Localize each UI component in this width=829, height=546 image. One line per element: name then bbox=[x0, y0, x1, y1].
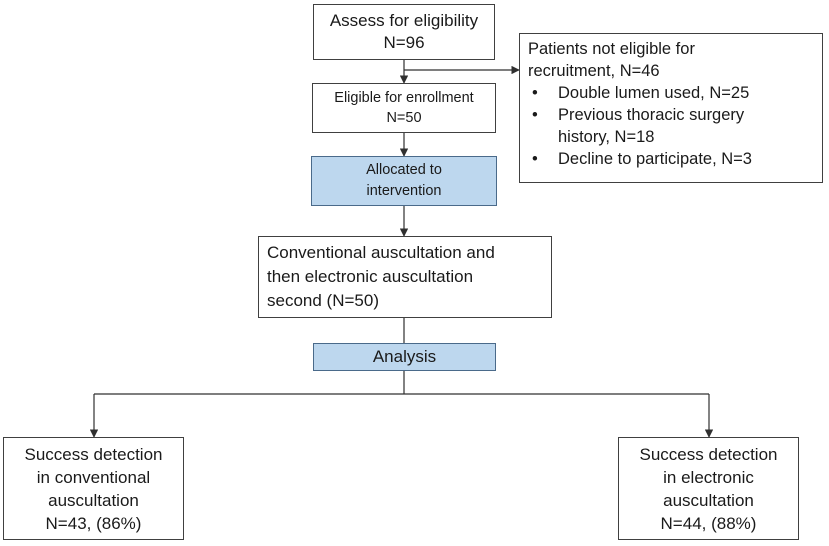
success-electronic-box: Success detection in electronic ausculta… bbox=[618, 437, 799, 540]
excluded-reason-double-lumen: • Double lumen used, N=25 bbox=[532, 84, 750, 102]
conventional-box: Conventional auscultation and then elect… bbox=[258, 236, 552, 318]
allocated-label-line1: Allocated to bbox=[366, 162, 442, 178]
bullet-icon: • bbox=[532, 150, 538, 168]
eligible-label: Eligible for enrollment bbox=[334, 90, 474, 106]
bullet-icon: • bbox=[532, 84, 538, 102]
conventional-line2: then electronic auscultation bbox=[267, 267, 474, 286]
success-electronic-count: N=44, (88%) bbox=[660, 513, 757, 533]
excluded-title-line1: Patients not eligible for bbox=[528, 40, 695, 58]
assess-label: Assess for eligibility bbox=[329, 11, 479, 30]
bullet-icon: • bbox=[532, 106, 538, 124]
excluded-reasons-list: • Double lumen used, N=25 • Previous tho… bbox=[528, 82, 814, 170]
assess-count: N=96 bbox=[383, 33, 425, 52]
assess-eligibility-box: Assess for eligibility N=96 bbox=[313, 4, 495, 60]
allocated-label-line2: intervention bbox=[366, 183, 442, 199]
eligible-box: Eligible for enrollment N=50 bbox=[312, 83, 496, 133]
eligible-count: N=50 bbox=[386, 110, 422, 126]
excluded-reason-declined: • Decline to participate, N=3 bbox=[532, 150, 752, 168]
excluded-box: Patients not eligible for recruitment, N… bbox=[519, 33, 823, 183]
allocated-box: Allocated to intervention bbox=[311, 156, 497, 206]
excluded-title-line2: recruitment, N=46 bbox=[528, 62, 660, 80]
success-conventional-count: N=43, (86%) bbox=[45, 513, 142, 533]
excluded-reason-thoracic-surgery: • Previous thoracic surgery history, N=1… bbox=[532, 106, 745, 146]
analysis-label: Analysis bbox=[372, 347, 437, 366]
conventional-line3: second (N=50) bbox=[267, 291, 379, 310]
analysis-box: Analysis bbox=[313, 343, 496, 371]
conventional-line1: Conventional auscultation and bbox=[267, 243, 495, 262]
success-conventional-box: Success detection in conventional auscul… bbox=[3, 437, 184, 540]
